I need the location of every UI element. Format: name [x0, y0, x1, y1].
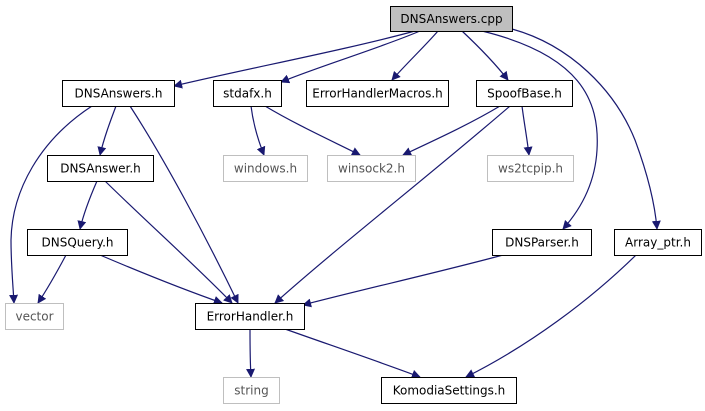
- node-dnsparser-h[interactable]: DNSParser.h: [492, 229, 592, 256]
- node-box: [487, 155, 574, 182]
- edge-spoofbase-h-to-errorhandler-h: [274, 105, 511, 304]
- edge-errorhandler-h-to-string: [246, 328, 256, 378]
- node-komodiasettings-h[interactable]: KomodiaSettings.h: [381, 377, 517, 404]
- node-string[interactable]: string: [223, 377, 280, 404]
- edge-spoofbase-h-to-ws2tcpip-h: [521, 105, 533, 156]
- node-vector[interactable]: vector: [5, 303, 64, 330]
- edge-dnsanswers-cpp-to-stdafx-h: [280, 30, 421, 84]
- node-box: [223, 155, 308, 182]
- node-stdafx-h[interactable]: stdafx.h: [213, 80, 282, 107]
- node-box: [62, 80, 175, 107]
- edge-stdafx-h-to-winsock2-h: [264, 105, 361, 156]
- node-label: DNSParser.h: [505, 236, 579, 250]
- node-winsock2-h[interactable]: winsock2.h: [327, 155, 416, 182]
- node-label: ErrorHandlerMacros.h: [312, 87, 443, 101]
- node-dnsquery-h[interactable]: DNSQuery.h: [27, 229, 128, 256]
- node-box: [213, 80, 282, 107]
- edge-dnsquery-h-to-vector: [37, 254, 67, 304]
- node-box: [381, 377, 517, 404]
- node-label: Array_ptr.h: [625, 236, 691, 250]
- node-box: [47, 155, 154, 182]
- node-errorhandler-h[interactable]: ErrorHandler.h: [195, 303, 305, 330]
- node-label: vector: [15, 310, 53, 324]
- node-box: [195, 303, 305, 330]
- node-label: ErrorHandler.h: [207, 310, 294, 324]
- edge-dnsanswer-h-to-errorhandler-h: [104, 180, 233, 304]
- node-label: DNSAnswers.cpp: [400, 12, 502, 26]
- edge-dnsanswers-cpp-to-array-ptr-h: [511, 28, 661, 230]
- node-label: KomodiaSettings.h: [393, 384, 506, 398]
- edge-dnsanswer-h-to-dnsquery-h: [77, 180, 98, 230]
- node-label: winsock2.h: [338, 162, 405, 176]
- node-label: DNSAnswers.h: [75, 87, 163, 101]
- node-label: stdafx.h: [223, 87, 272, 101]
- edge-errorhandler-h-to-komodiasettings-h: [284, 328, 421, 379]
- node-ws2tcpip-h[interactable]: ws2tcpip.h: [487, 155, 574, 182]
- node-dnsanswers-h[interactable]: DNSAnswers.h: [62, 80, 175, 107]
- edge-dnsanswers-cpp-to-errorhandlermacros-h: [391, 30, 439, 81]
- node-box: [27, 229, 128, 256]
- node-box: [306, 80, 449, 107]
- edge-dnsanswers-cpp-to-dnsanswers-h: [173, 30, 416, 89]
- node-box: [476, 80, 573, 107]
- node-label: SpoofBase.h: [487, 87, 562, 101]
- node-box: [327, 155, 416, 182]
- node-dnsanswer-h[interactable]: DNSAnswer.h: [47, 155, 154, 182]
- edge-stdafx-h-to-windows-h: [250, 105, 266, 156]
- edge-dnsanswers-h-to-dnsanswer-h: [97, 105, 117, 156]
- edge-dnsanswers-cpp-to-spoofbase-h: [461, 30, 509, 81]
- node-label: DNSAnswer.h: [60, 162, 141, 176]
- edge-dnsparser-h-to-errorhandler-h: [302, 254, 504, 308]
- node-box: [223, 377, 280, 404]
- edge-dnsanswers-cpp-to-dnsparser-h: [481, 30, 598, 230]
- node-label: ws2tcpip.h: [498, 162, 563, 176]
- edges: [9, 28, 661, 379]
- edge-dnsanswers-h-to-vector: [9, 105, 93, 304]
- node-box: [614, 229, 702, 256]
- node-label: windows.h: [234, 162, 297, 176]
- edge-array-ptr-h-to-komodiasettings-h: [465, 254, 637, 378]
- node-label: DNSQuery.h: [41, 236, 113, 250]
- node-windows-h[interactable]: windows.h: [223, 155, 308, 182]
- edge-dnsquery-h-to-errorhandler-h: [99, 254, 223, 305]
- node-errorhandlermacros-h[interactable]: ErrorHandlerMacros.h: [306, 80, 449, 107]
- node-box: [492, 229, 592, 256]
- node-box: [5, 303, 64, 330]
- node-dnsanswers-cpp[interactable]: DNSAnswers.cpp: [390, 6, 513, 32]
- node-spoofbase-h[interactable]: SpoofBase.h: [476, 80, 573, 107]
- edge-spoofbase-h-to-winsock2-h: [402, 105, 501, 156]
- node-box: [390, 6, 513, 32]
- node-array-ptr-h[interactable]: Array_ptr.h: [614, 229, 702, 256]
- node-label: string: [234, 384, 268, 398]
- edge-dnsanswers-h-to-errorhandler-h: [129, 105, 239, 304]
